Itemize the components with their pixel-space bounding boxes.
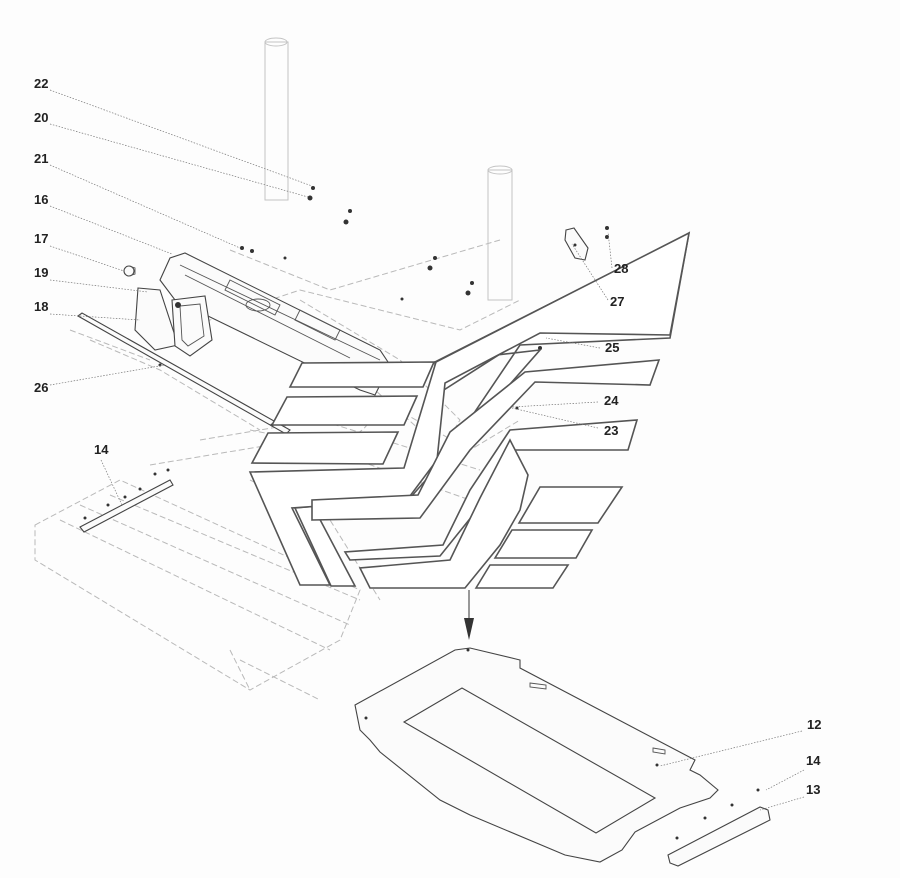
callout-14-right: 14 <box>806 753 821 768</box>
part-27-bracket <box>564 227 589 261</box>
callout-21: 21 <box>34 151 48 166</box>
decal-chevrons <box>248 231 691 589</box>
callout-25: 25 <box>605 340 619 355</box>
callout-19: 19 <box>34 265 48 280</box>
callout-20: 20 <box>34 110 48 125</box>
callout-28: 28 <box>614 261 628 276</box>
part-12-floor-pan <box>354 647 719 863</box>
callout-27: 27 <box>610 294 624 309</box>
callout-23: 23 <box>604 423 618 438</box>
callout-labels: 22 20 21 16 17 19 18 26 28 27 25 24 23 1… <box>34 76 821 797</box>
callout-22: 22 <box>34 76 48 91</box>
assembly-arrow <box>464 590 474 640</box>
callout-12: 12 <box>807 717 821 732</box>
part-14-rail-left <box>79 468 174 533</box>
callout-26: 26 <box>34 380 48 395</box>
part-13-rail-right <box>667 788 771 867</box>
callout-24: 24 <box>604 393 619 408</box>
part-16-dash-panel <box>159 252 391 396</box>
part-19-side-plate <box>134 287 213 357</box>
callout-14-left: 14 <box>94 442 109 457</box>
callout-18: 18 <box>34 299 48 314</box>
callout-16: 16 <box>34 192 48 207</box>
callout-17: 17 <box>34 231 48 246</box>
leader-lines <box>49 89 805 811</box>
part-17-knob <box>123 265 136 277</box>
callout-13: 13 <box>806 782 820 797</box>
